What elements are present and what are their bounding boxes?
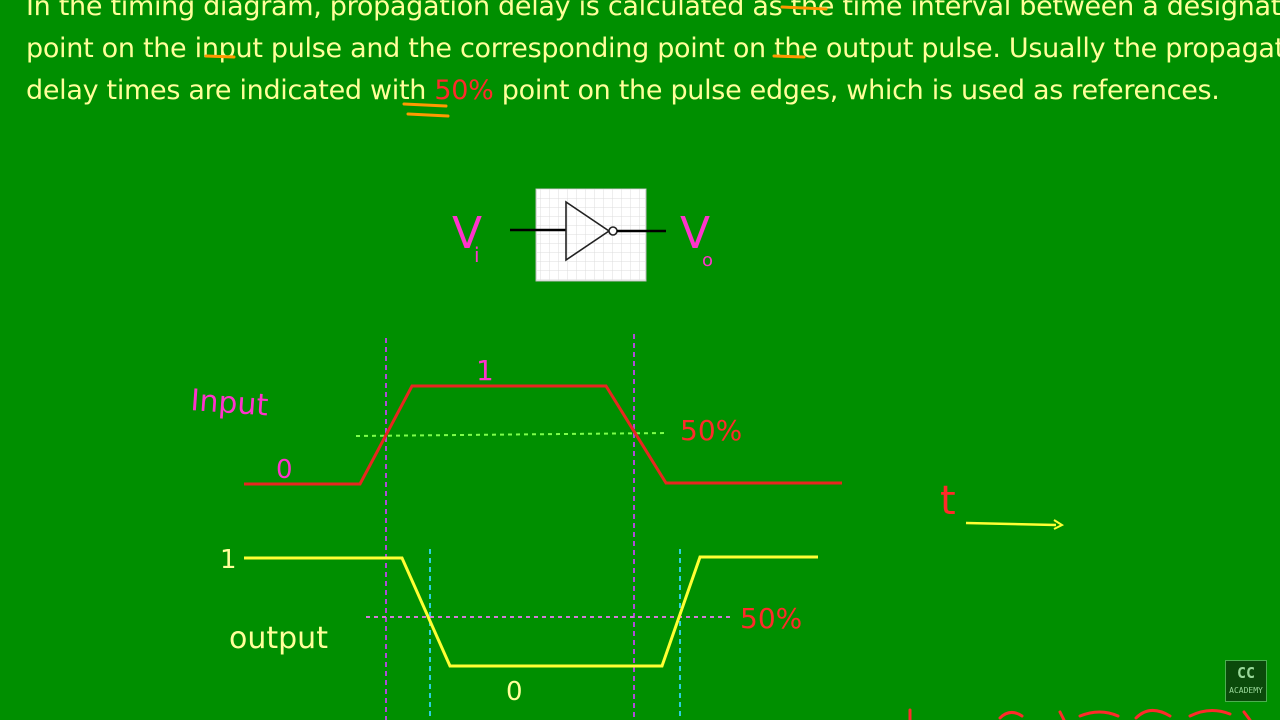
underline-time (780, 5, 828, 11)
gate-bubble (608, 226, 618, 236)
input-50-line (355, 432, 669, 437)
input-low-label: 0 (276, 455, 293, 485)
explanation-text: In the timing diagram, propagation delay… (26, 0, 1280, 112)
input-waveform (244, 384, 842, 486)
text-line-2-b: point on the pulse edges, which is used … (493, 75, 1220, 106)
academy-logo: CC ACADEMY (1225, 660, 1267, 702)
input-word: input (194, 33, 263, 64)
text-line-1-c: pulse. Usually the propagation (921, 33, 1280, 64)
vin-label: V (452, 208, 482, 259)
hand-underlines (204, 5, 828, 118)
output-low-label: 0 (506, 677, 523, 707)
text-line-1-a: point on the (26, 33, 195, 64)
gate-grid (536, 189, 646, 281)
vin-subscript: i (474, 243, 480, 267)
gate-triangle (565, 200, 611, 262)
text-line-0: In the timing diagram, propagation delay… (26, 0, 1280, 22)
text-line-2: delay times are indicated with 50% point… (26, 70, 1256, 112)
input-50-label: 50% (680, 414, 742, 447)
underline-input (204, 54, 236, 59)
fifty-percent-highlight: 50% (434, 75, 494, 106)
output-waveform (244, 555, 818, 668)
time-arrow-line (965, 521, 1057, 527)
vout-label: V (680, 208, 710, 259)
input-high-label: 1 (476, 354, 494, 387)
output-label: output (229, 621, 328, 656)
underline-output (772, 54, 806, 59)
not-gate (510, 188, 666, 282)
output-50-label: 50% (740, 602, 802, 635)
underline-50-b (406, 112, 450, 118)
vout-subscript: o (702, 250, 713, 271)
output-high-label: 1 (220, 545, 237, 575)
input-label: Input (189, 383, 269, 423)
output-word: output (825, 33, 914, 64)
cutoff-handwriting (908, 708, 1252, 720)
logo-top-text: CC (1236, 664, 1256, 682)
underline-50-a (402, 102, 448, 108)
time-label: t (940, 478, 956, 524)
reference-markers (385, 334, 681, 720)
text-line-2-a: delay times are indicated with (26, 75, 435, 106)
logo-bottom-text: ACADEMY (1229, 686, 1263, 695)
text-line-1: point on the input pulse and the corresp… (26, 28, 1280, 70)
time-arrow-head (1053, 519, 1065, 530)
text-line-1-b: pulse and the corresponding point on the (262, 33, 826, 64)
